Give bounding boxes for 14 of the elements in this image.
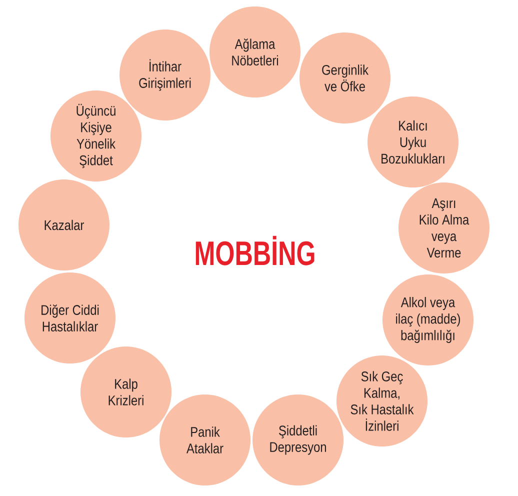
circle-node: Alkol veya ilaç (madde) bağımlılığı — [382, 274, 474, 366]
circle-node: Diğer Ciddi Hastalıklar — [24, 272, 116, 364]
circle-node: Aşırı Kilo Alma veya Verme — [398, 182, 490, 274]
circle-node: Ağlama Nöbetleri — [210, 6, 300, 98]
circle-node: Gerginlik ve Öfke — [300, 32, 390, 124]
circle-node: Kalıcı Uyku Bozuklukları — [368, 96, 458, 188]
circle-node: Kalp Krizleri — [80, 346, 172, 438]
circle-node: Üçüncü Kişiye Yönelik Şiddet — [50, 90, 142, 182]
circle-node: Şiddetli Depresyon — [252, 394, 344, 486]
title: MOBBİNG — [196, 236, 314, 266]
circle-node: İntihar Girişimleri — [120, 30, 210, 120]
circle-node: Sık Geç Kalma, Sık Hastalık İzinleri — [336, 356, 428, 446]
circle-node: Panik Ataklar — [160, 394, 250, 486]
circle-node: Kazalar — [18, 180, 110, 270]
